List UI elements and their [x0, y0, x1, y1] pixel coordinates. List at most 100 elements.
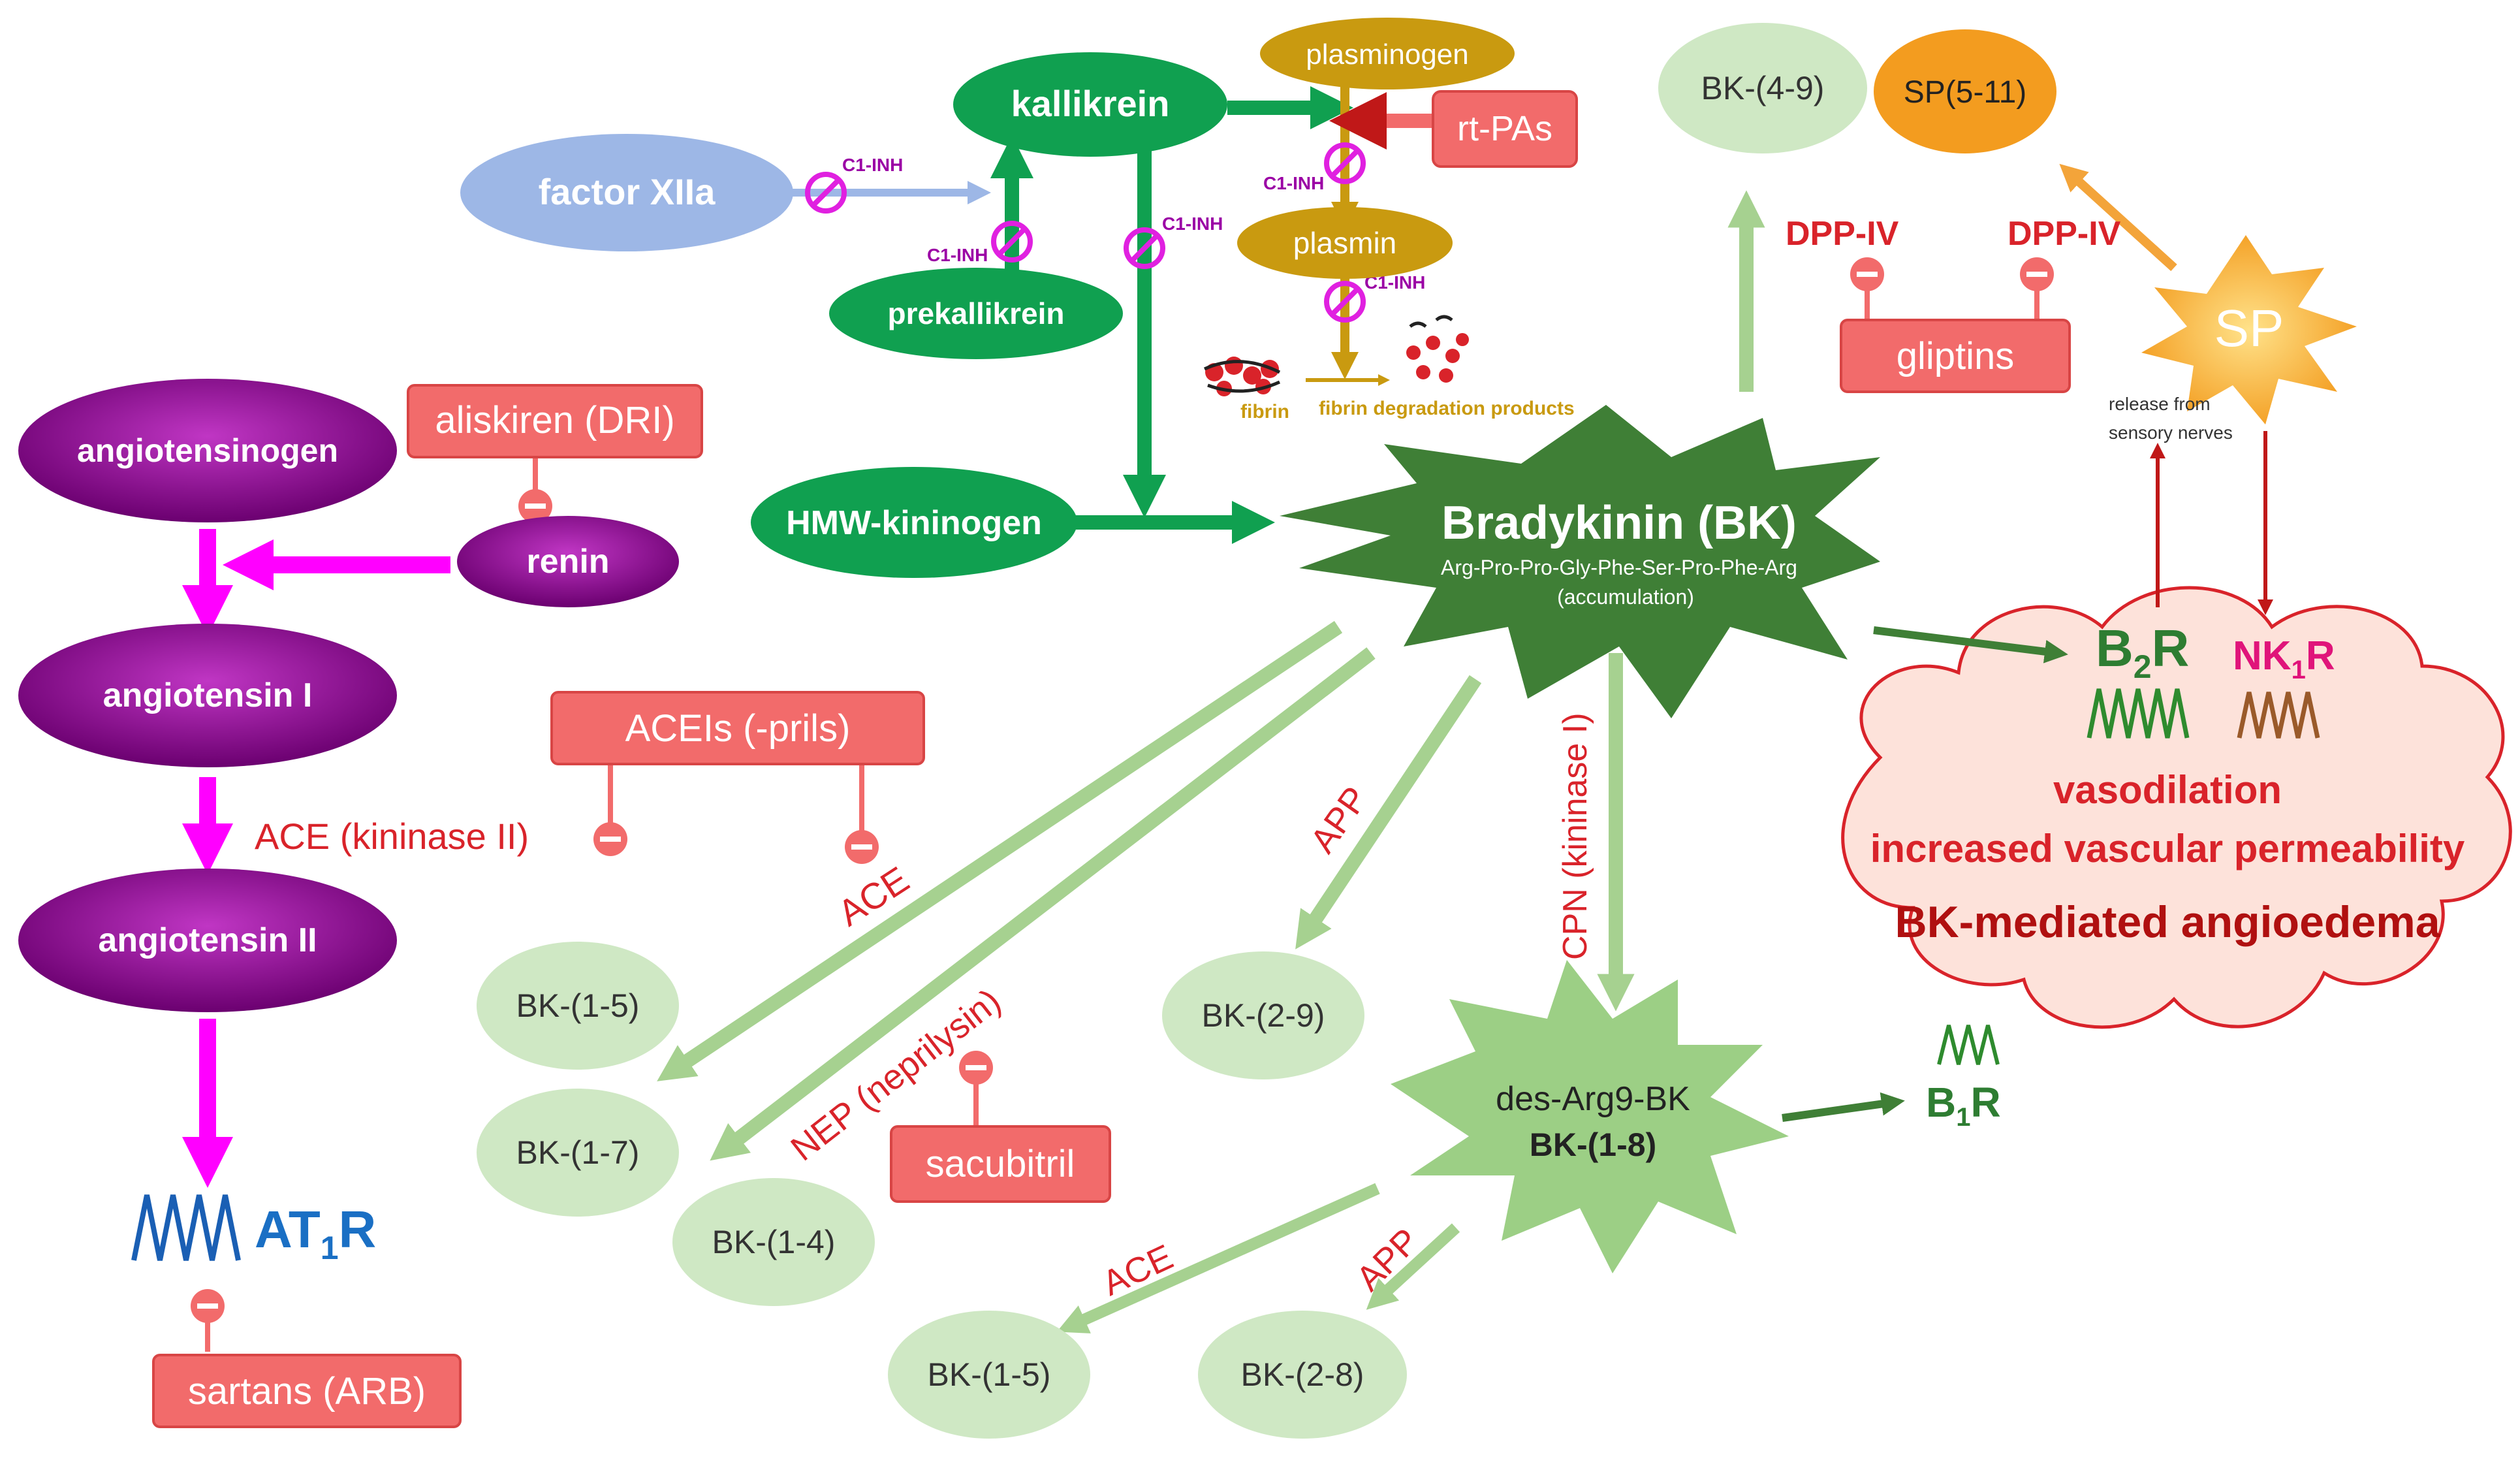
bk-1-7-node: BK-(1-7) [477, 1089, 679, 1217]
bk-2-9-node: BK-(2-9) [1162, 951, 1364, 1079]
block-icon [805, 172, 847, 214]
svg-text:plasminogen: plasminogen [1306, 39, 1469, 71]
fibrin-label: fibrin [1240, 401, 1289, 423]
des-arg9-bk-node: des-Arg9-BK BK-(1-8) [1391, 960, 1789, 1273]
c1-inh-label: C1-INH [1263, 173, 1324, 193]
nk1r-label: NK [2233, 633, 2292, 678]
sp-5-11-node: SP(5-11) [1874, 29, 2056, 153]
svg-text:BK-(2-8): BK-(2-8) [1241, 1356, 1364, 1393]
aceis-box: ACEIs (-prils) [550, 691, 925, 765]
c1-inh-label: C1-INH [927, 245, 988, 265]
at1r-receptor: AT1R [131, 1194, 376, 1266]
bradykinin-title: Bradykinin (BK) [1441, 497, 1797, 549]
bk-4-9-node: BK-(4-9) [1658, 23, 1867, 153]
svg-text:BK-(4-9): BK-(4-9) [1701, 70, 1825, 106]
b2r-receptor: B2R [2087, 619, 2190, 739]
at1r-label: AT [255, 1200, 321, 1258]
angiotensinogen-node: angiotensinogen [18, 379, 397, 522]
b1r-label: B [1926, 1079, 1956, 1126]
desarg-b1r-arrow [1782, 1092, 1905, 1122]
release-label-line2: sensory nerves [2109, 423, 2233, 443]
svg-text:SP(5-11): SP(5-11) [1904, 75, 2027, 110]
minus-icon [518, 489, 552, 523]
bk-1-5-node-lower: BK-(1-5) [888, 1311, 1090, 1439]
c1-inh-labels: C1-INH C1-INH C1-INH C1-INH C1-INH [842, 155, 1425, 293]
bk-1-5-node-upper: BK-(1-5) [477, 942, 679, 1070]
plasminogen-node: plasminogen [1260, 18, 1515, 89]
svg-text:BK-(2-9): BK-(2-9) [1202, 997, 1325, 1034]
svg-text:aliskiren (DRI): aliskiren (DRI) [435, 399, 674, 441]
minus-icon [959, 1051, 993, 1085]
svg-text:B2R: B2R [2096, 619, 2189, 685]
receptor-wave-icon [131, 1194, 241, 1261]
bk-bk15-arrow [657, 620, 1343, 1081]
svg-text:kallikrein: kallikrein [1011, 83, 1170, 124]
bk-2-8-node: BK-(2-8) [1198, 1311, 1407, 1439]
bk-bk29-arrow [1295, 675, 1482, 949]
svg-text:BK-(1-5): BK-(1-5) [928, 1356, 1051, 1393]
svg-text:renin: renin [526, 543, 609, 581]
svg-text:angiotensin I: angiotensin I [103, 677, 313, 714]
bk-bk17-arrow [710, 647, 1376, 1161]
renin-node: renin [457, 516, 679, 607]
block-icon [991, 221, 1033, 263]
svg-text:angiotensinogen: angiotensinogen [77, 432, 338, 469]
sacubitril-box: sacubitril [890, 1125, 1111, 1203]
sp-node: SP [2141, 235, 2357, 424]
svg-text:factor XIIa: factor XIIa [539, 171, 716, 212]
minus-icon [1850, 257, 1884, 291]
b2r-label: B [2096, 619, 2134, 677]
minus-icon [593, 822, 627, 856]
receptor-wave-icon [2087, 688, 2190, 739]
c1-inh-block-icons [805, 142, 1366, 323]
block-icon [1324, 281, 1366, 323]
inhibitor-minus-icons [191, 257, 2054, 1323]
fibrin-products-label: fibrin degradation products [1319, 398, 1575, 419]
fibrin-icon [1203, 357, 1281, 396]
angiotensin-i-node: angiotensin I [18, 624, 397, 767]
svg-text:sacubitril: sacubitril [926, 1143, 1075, 1185]
aliskiren-box: aliskiren (DRI) [407, 384, 703, 458]
release-label-line1: release from [2109, 394, 2211, 414]
hmw-kininogen-node: HMW-kininogen [751, 467, 1077, 578]
gliptins-box: gliptins [1840, 319, 2071, 393]
bk-1-4-node: BK-(1-4) [672, 1178, 875, 1306]
svg-text:rt-PAs: rt-PAs [1457, 109, 1552, 148]
bradykinin-note: (accumulation) [1557, 585, 1694, 609]
minus-icon [2020, 257, 2054, 291]
c1-inh-label: C1-INH [842, 155, 903, 175]
svg-text:angiotensin II: angiotensin II [98, 921, 317, 959]
svg-text:NK1R: NK1R [2233, 633, 2335, 684]
fibrin-products-icon [1406, 315, 1469, 383]
prekallikrein-node: prekallikrein [829, 268, 1123, 359]
svg-text:BK-(1-4): BK-(1-4) [712, 1224, 836, 1260]
svg-text:BK-(1-7): BK-(1-7) [516, 1134, 640, 1171]
receptor-wave-icon [1937, 1025, 2000, 1065]
cpn-label: CPN (kininase I) [1556, 712, 1594, 960]
plasmin-node: plasmin [1237, 207, 1453, 279]
angioedema-label: BK-mediated angioedema [1895, 897, 2440, 947]
angioedema-cloud [1841, 586, 2512, 1029]
bk-b2r-arrow [1873, 626, 2068, 663]
svg-text:prekallikrein: prekallikrein [887, 296, 1064, 330]
svg-text:des-Arg9-BK: des-Arg9-BK [1496, 1080, 1690, 1118]
sartans-box: sartans (ARB) [152, 1354, 462, 1428]
b1r-receptor: B1R [1926, 1025, 2001, 1132]
svg-text:BK-(1-8): BK-(1-8) [1530, 1126, 1656, 1163]
svg-text:SP: SP [2214, 299, 2284, 357]
svg-text:ACEIs (-prils): ACEIs (-prils) [625, 707, 851, 750]
sp-sp511-arrow [2059, 163, 2177, 272]
bradykinin-sequence: Arg-Pro-Pro-Gly-Phe-Ser-Pro-Phe-Arg [1441, 556, 1797, 579]
block-icon [1124, 227, 1165, 269]
desarg-bk15-arrow [1056, 1183, 1380, 1333]
svg-text:gliptins: gliptins [1897, 335, 2015, 377]
svg-text:AT1R: AT1R [255, 1200, 376, 1266]
dpp-iv-label-right: DPP-IV [2008, 215, 2121, 253]
svg-text:BK-(1-5): BK-(1-5) [516, 987, 640, 1024]
bradykinin-node: Bradykinin (BK) Arg-Pro-Pro-Gly-Phe-Ser-… [1280, 405, 1880, 718]
desarg-bk28-arrow [1366, 1223, 1460, 1310]
permeability-label: increased vascular permeability [1870, 827, 2465, 870]
app-label-lower: APP [1349, 1221, 1426, 1299]
ace-kininase-label: ACE (kininase II) [255, 816, 529, 857]
minus-icon [191, 1289, 225, 1323]
